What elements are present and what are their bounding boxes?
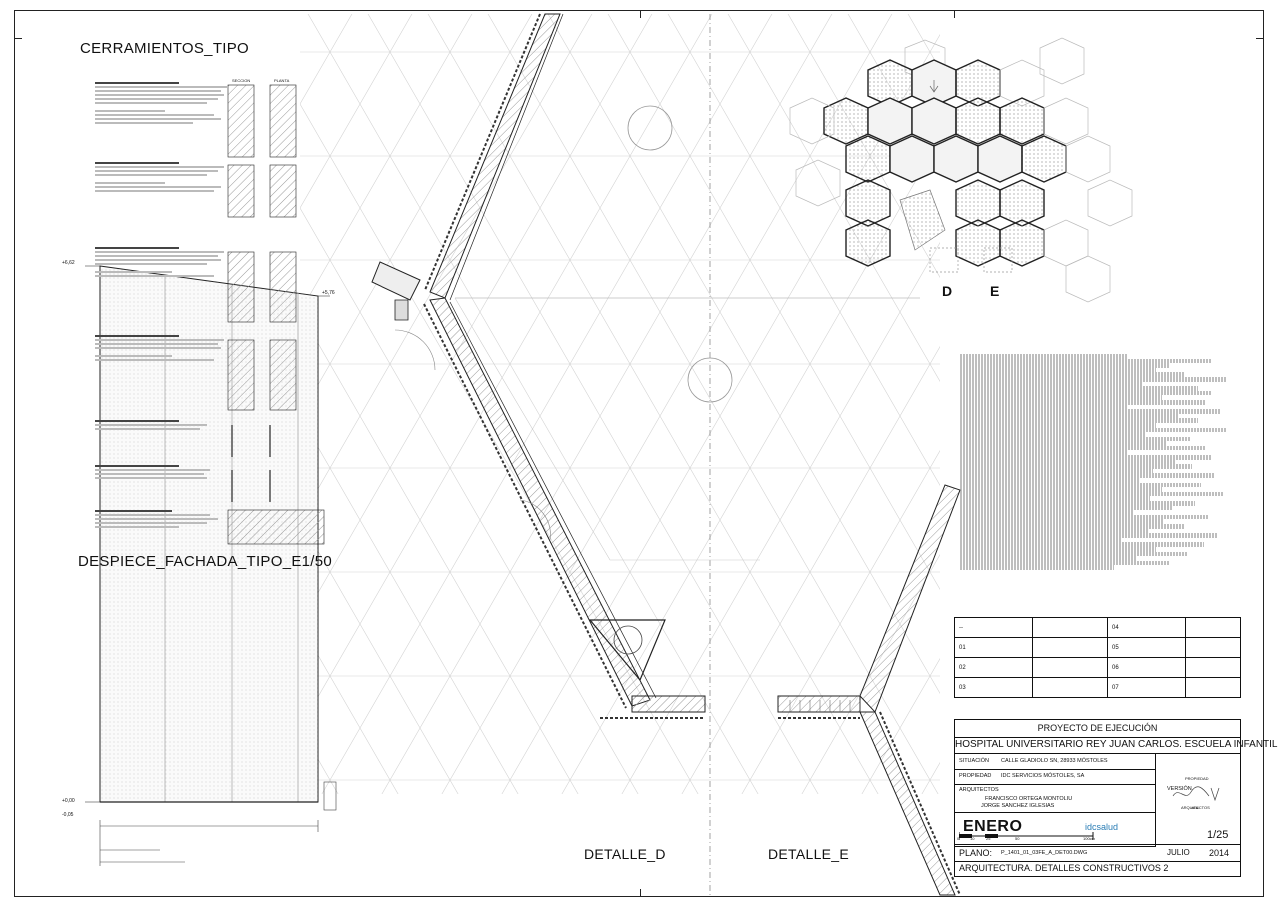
materials-legend [960, 354, 1240, 570]
arquitectos-side: ARQUITECTOS [1181, 805, 1210, 810]
rev-cell [1032, 657, 1108, 678]
rev-cell: 03 [954, 677, 1033, 698]
rev-cell: 06 [1107, 657, 1186, 678]
scale-0: 0 [957, 836, 960, 841]
situacion-row: SITUACIÓN CALLE GLADIOLO SN, 28933 MÓSTO… [955, 753, 1156, 770]
scale-50: 50 [1015, 836, 1020, 841]
spec-sections [227, 84, 325, 545]
project-name: HOSPITAL UNIVERSITARIO REY JUAN CARLOS. … [955, 737, 1278, 754]
plano-label: PLANO: [959, 848, 993, 858]
sheet-description: ARQUITECTURA. DETALLES CONSTRUCTIVOS 2 [959, 863, 1169, 873]
project-phase: PROYECTO DE EJECUCIÓN [955, 720, 1240, 738]
section-title: CERRAMIENTOS_TIPO [80, 40, 250, 57]
frame-tick [954, 10, 955, 18]
month: JULIO [1167, 848, 1190, 857]
rev-cell [1032, 637, 1108, 658]
level-mid: +0,00 [62, 798, 75, 804]
arquitectos-row: ARQUITECTOS FRANCISCO ORTEGA MONTOLIU JO… [955, 784, 1156, 813]
frame-tick [14, 38, 22, 39]
plano-file: P_1401_01_03FE_A_DET00.DWG [1001, 850, 1088, 856]
propiedad-value: IDC SERVICIOS MÓSTOLES, SA [1001, 773, 1085, 779]
rev-cell [1185, 617, 1241, 638]
revision-table: -- 04 01 05 02 06 03 07 [954, 617, 1241, 698]
arquitecto-1: FRANCISCO ORTEGA MONTOLIU [985, 796, 1073, 802]
firm-1-logo: ENERO [963, 818, 1023, 835]
rev-cell [1185, 657, 1241, 678]
drawing-scale: 1/25 [1207, 829, 1229, 841]
rev-cell: 01 [954, 637, 1033, 658]
level-low: -0,05 [62, 812, 74, 818]
plan-label-e: E [990, 283, 1000, 299]
version-label: VERSIÓN [1167, 786, 1192, 792]
propiedad-row: PROPIEDAD IDC SERVICIOS MÓSTOLES, SA [955, 769, 1156, 785]
rev-cell: 07 [1107, 677, 1186, 698]
spec-block [95, 333, 235, 363]
firm-2-logo: idcsalud [1085, 822, 1119, 832]
title-block: PROYECTO DE EJECUCIÓN HOSPITAL UNIVERSIT… [954, 719, 1278, 877]
plan-label-d: D [942, 283, 953, 299]
rev-cell: 04 [1107, 617, 1186, 638]
scale-10: 10 [970, 836, 975, 841]
rev-cell: 05 [1107, 637, 1186, 658]
scale-100: 100cm [1083, 836, 1096, 841]
level-top: +6,62 [62, 260, 75, 266]
spec-head-seccion: SECCION [232, 78, 251, 83]
version-value: -- [1191, 800, 1199, 814]
drawing-frame [14, 10, 1264, 897]
scale-bar [959, 832, 1094, 840]
rev-cell [1185, 677, 1241, 698]
year: 2014 [1209, 848, 1230, 858]
propiedad-side: PROPIEDAD [1185, 776, 1209, 781]
plano-row: PLANO: P_1401_01_03FE_A_DET00.DWG JULIO … [955, 844, 1240, 862]
spec-block [95, 418, 235, 432]
spec-block [95, 245, 235, 279]
elevation-title: DESPIECE_FACHADA_TIPO_E1/50 [78, 553, 333, 570]
rev-cell [1032, 617, 1108, 638]
firms-row: ENERO idcsalud [955, 812, 1156, 847]
situacion-value: CALLE GLADIOLO SN, 28933 MÓSTOLES [1001, 758, 1108, 764]
detail-e-wall [777, 484, 961, 896]
detail-e-title: DETALLE_E [768, 846, 850, 862]
spec-block [95, 508, 235, 530]
frame-tick [640, 889, 641, 897]
spec-block [95, 463, 235, 481]
arquitecto-2: JORGE SANCHEZ IGLESIAS [981, 803, 1055, 809]
propiedad-label: PROPIEDAD [959, 773, 992, 779]
rev-cell [1032, 677, 1108, 698]
frame-tick [1256, 38, 1264, 39]
rev-cell: 02 [954, 657, 1033, 678]
spec-block [95, 160, 235, 194]
arquitectos-label: ARQUITECTOS [959, 787, 999, 793]
rev-cell: -- [954, 617, 1033, 638]
scale-25: 25 [986, 836, 991, 841]
spec-head-planta: PLANTA [274, 78, 290, 83]
level-right: +5,76 [322, 290, 335, 296]
situacion-label: SITUACIÓN [959, 758, 989, 764]
detail-d-title: DETALLE_D [584, 846, 666, 862]
signature-icon [1172, 786, 1220, 802]
detail-d-wall [371, 13, 920, 719]
spec-block [95, 80, 235, 126]
key-plan [789, 37, 1133, 303]
rev-cell [1185, 637, 1241, 658]
